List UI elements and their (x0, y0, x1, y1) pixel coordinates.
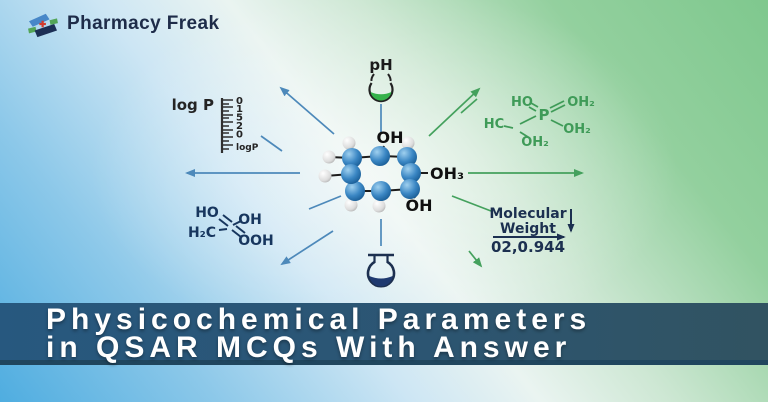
ray-northeast (460, 98, 478, 114)
logp-tick-3: 2 (236, 121, 243, 132)
ph-label: pH (369, 56, 392, 74)
molecular-weight-block: Molecular Weight 02,0.944 (489, 206, 575, 256)
molecule-carbons (341, 146, 421, 201)
acid-h2c-label: H₂C (188, 225, 216, 241)
phos-hc-label: HC (484, 117, 504, 132)
acid-structure (218, 214, 246, 238)
logp-caption: logP (236, 143, 259, 153)
phosphonate-labels: HC HO P OH₂ OH₂ OH₂ (484, 95, 595, 150)
molecule-hydrogens (318, 136, 415, 213)
phos-bond (550, 104, 566, 113)
ph-flask-liquid (370, 92, 392, 101)
ray-southeast (451, 195, 492, 212)
ph-flask-neck-right (387, 73, 392, 82)
arrow-northwest (279, 86, 335, 135)
logp-tick-4: 0 (236, 130, 243, 141)
molecule: OH OH₃ OH (318, 128, 465, 215)
phos-bond (530, 102, 539, 108)
phos-bond (519, 131, 529, 138)
molecular-weight-line1: Molecular (489, 206, 566, 222)
arrow-southwest (280, 230, 334, 266)
arrow-southeast (468, 250, 483, 268)
title-line-2: in QSAR MCQs With Answer (46, 331, 572, 364)
acid-ho-label: HO (195, 205, 219, 221)
acid-bond (222, 214, 233, 223)
logp-tick-2: 5 (236, 113, 243, 124)
acid-ooh-label: OOH (238, 233, 274, 249)
green-arrows (428, 87, 584, 268)
logp-tick-1: 1 (236, 104, 243, 115)
molecule-oh3-right-label: OH₃ (430, 164, 464, 183)
logp-tick-0: 0 (236, 96, 243, 107)
brand-logo: Pharmacy Freak (26, 10, 219, 38)
arrow-northeast (428, 87, 481, 137)
logp-label: log P (172, 96, 214, 114)
title-line-1: Physicochemical Parameters (46, 303, 592, 336)
acid-bond (231, 229, 242, 238)
logp-scale: log P 0 1 5 2 0 logP (172, 96, 259, 153)
title-banner: Physicochemical Parameters in QSAR MCQs … (0, 303, 768, 365)
pharmacy-freak-logo-icon (28, 13, 58, 38)
ph-flask: pH (368, 56, 394, 103)
phos-bond (503, 125, 514, 129)
molecule-labels: OH OH₃ OH (377, 128, 465, 215)
phosphonate-structure (503, 100, 566, 138)
logp-ruler-ticks (222, 99, 233, 150)
phos-bond (519, 115, 537, 125)
molecular-weight-value: 02,0.944 (491, 238, 565, 256)
phos-ho-label: HO (511, 95, 533, 110)
phos-bond (550, 119, 564, 127)
acid-oh-label: OH (238, 212, 262, 228)
phos-oh2-right-label: OH₂ (563, 122, 591, 137)
blue-arrows (185, 86, 382, 266)
acid-bond (218, 218, 229, 227)
bottom-flask-liquid (369, 276, 393, 287)
ph-flask-neck-left (370, 73, 375, 82)
ph-flask-body (368, 82, 394, 103)
acid-bond (232, 220, 242, 226)
ray-west-upper (260, 135, 283, 152)
phos-oh2-top-label: OH₂ (567, 95, 595, 110)
phos-bond (549, 100, 565, 109)
acid-bond (235, 225, 246, 234)
phos-oh2-bottom-label: OH₂ (521, 135, 549, 150)
brand-name: Pharmacy Freak (67, 13, 220, 34)
phos-p-label: P (539, 106, 550, 124)
molecule-oh-bottom-label: OH (406, 196, 433, 215)
acid-bond (218, 228, 228, 231)
phos-bond (528, 106, 537, 112)
acid-labels: HO OH H₂C OOH (188, 205, 274, 249)
molecule-oh-top-label: OH (377, 128, 404, 147)
molecular-weight-line2: Weight (500, 221, 556, 237)
ray-southwest (308, 195, 342, 210)
bottom-flask (366, 253, 396, 288)
